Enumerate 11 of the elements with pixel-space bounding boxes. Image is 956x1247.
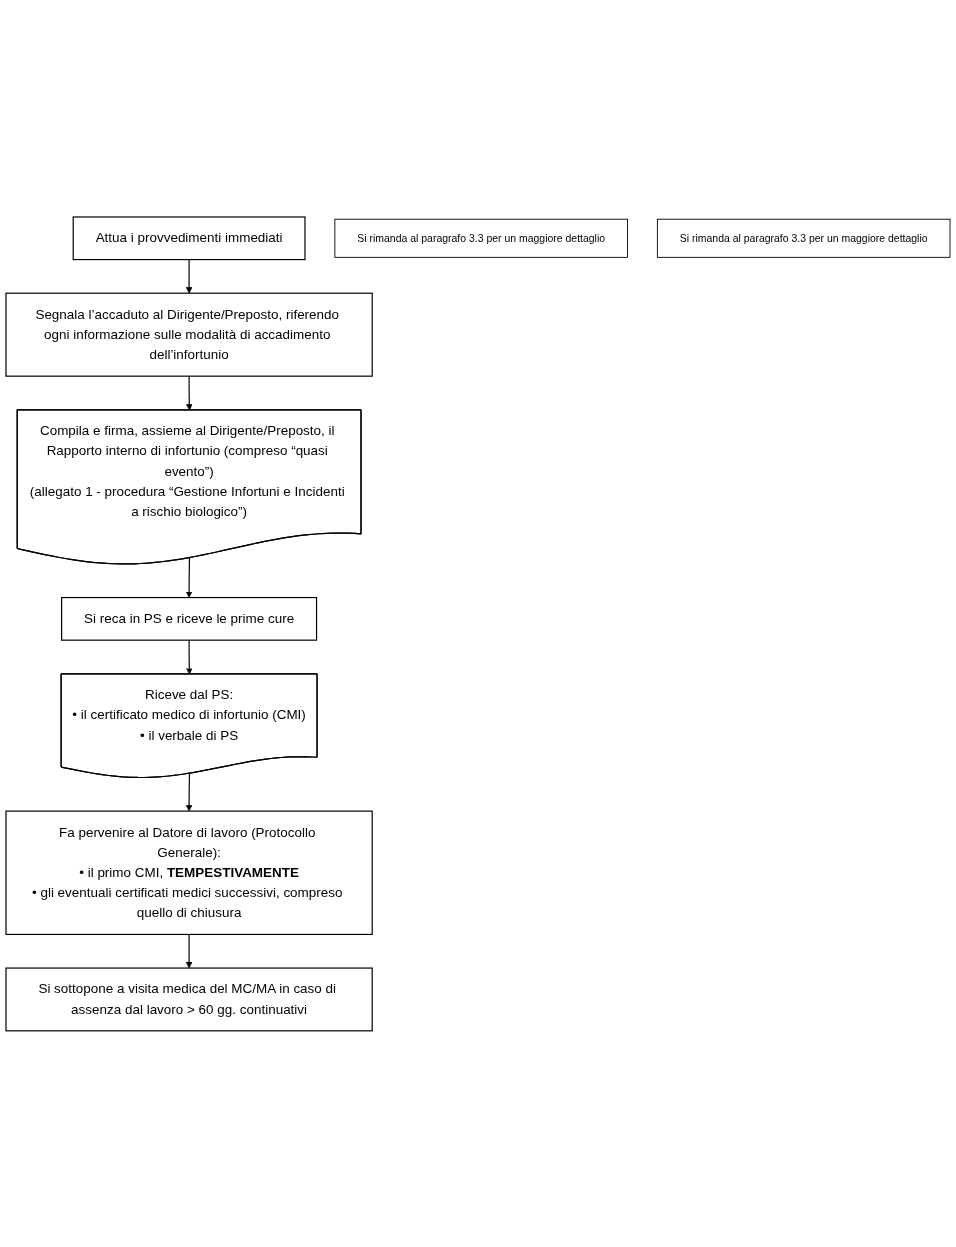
node-box: Si rimanda al paragrafo 3.3 per un maggiore dettaglio — [656, 218, 951, 258]
node-box: Si rimanda al paragrafo 3.3 per un maggiore dettaglio — [334, 218, 628, 258]
node-box: Si reca in PS e riceve le prime cure — [61, 596, 318, 641]
arrow — [185, 933, 193, 968]
node-box: Fa pervenire al Datore di lavoro (Protocollo Generale): • il primo CMI, TEMPESTIVAMENTE • gli eventuali certificati medici successivi, compreso quello di chiusura — [5, 810, 373, 935]
node-box: Si sottopone a visita medica del MC/MA in caso di assenza dal lavoro > 60 gg. continuativi — [5, 967, 373, 1032]
node-box: Segnala l’accaduto al Dirigente/Preposto, riferendo ogni informazione sulle modalità di accadimento dell’infortunio — [5, 292, 373, 377]
arrow — [185, 772, 193, 811]
arrow — [185, 556, 193, 598]
arrow — [185, 258, 193, 294]
node-box: Attua i provvedimenti immediati — [72, 215, 306, 260]
